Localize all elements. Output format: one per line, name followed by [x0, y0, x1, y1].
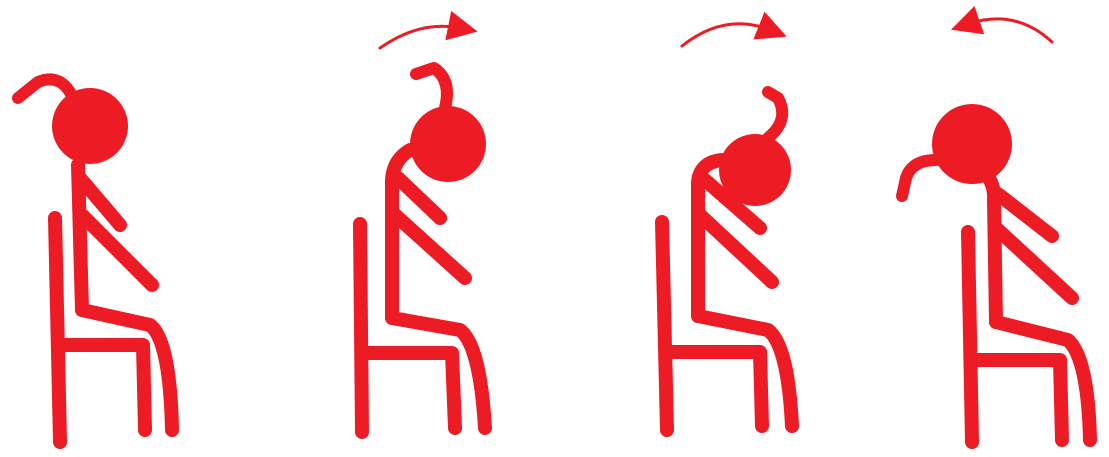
figure-1: [18, 79, 172, 442]
stick-figure-icon: [985, 172, 1090, 440]
figure-4: [902, 19, 1090, 442]
figure-2: [360, 26, 486, 432]
ponytail-icon: [416, 68, 447, 108]
stick-figure-icon: [392, 150, 485, 428]
head-icon: [932, 104, 1012, 184]
head-icon: [52, 88, 128, 164]
ponytail-icon: [768, 92, 782, 138]
head-icon: [410, 106, 486, 182]
arrow-counterclockwise-icon: [968, 19, 1052, 42]
stick-figure-icon: [78, 165, 172, 430]
arrow-clockwise-icon: [682, 24, 770, 46]
figure-3: [662, 24, 792, 430]
ponytail-icon: [902, 160, 936, 196]
arrow-clockwise-icon: [380, 26, 460, 48]
chair-icon: [55, 218, 145, 442]
head-icon: [719, 134, 791, 206]
